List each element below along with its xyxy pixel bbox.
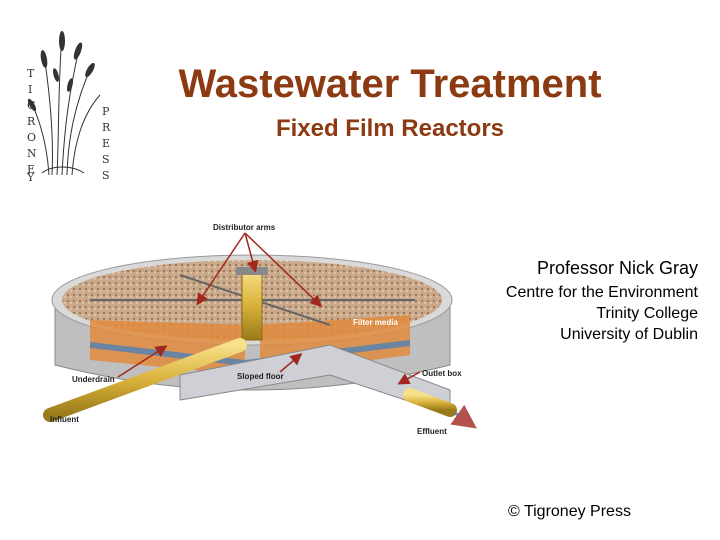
logo-letter: N [27, 147, 37, 160]
logo-letter: E [102, 137, 111, 150]
author-name: Professor Nick Gray [536, 258, 698, 278]
logo-letter: S [102, 169, 110, 182]
logo-letter: S [102, 153, 110, 166]
tigroney-press-logo: T I G R O N E Y P R E S S [22, 25, 122, 185]
reeds-icon [27, 31, 101, 176]
logo-letter: O [27, 131, 37, 144]
affiliation-line: Trinity College [596, 305, 698, 322]
logo-letter: P [102, 105, 110, 118]
affiliation-line: University of Dublin [560, 326, 698, 343]
label-influent: Influent [50, 415, 79, 424]
label-underdrain: Underdrain [72, 375, 115, 384]
label-outlet-box: Outlet box [422, 369, 462, 378]
logo-letter: T [27, 67, 35, 80]
slide-subtitle: Fixed Film Reactors [275, 115, 505, 142]
trickling-filter-diagram: Distributor arms Filter media Underdrain… [30, 215, 480, 440]
logo-letter: G [27, 99, 36, 112]
label-distributor-arms: Distributor arms [213, 223, 276, 232]
logo-letter: Y [27, 171, 35, 184]
label-effluent: Effluent [417, 427, 447, 436]
filter-cutaway-illustration [43, 232, 477, 429]
logo-letter: R [102, 121, 111, 134]
slide-title: Wastewater Treatment [178, 62, 602, 106]
logo-letter: R [27, 115, 36, 128]
label-filter-media: Filter media [353, 318, 398, 327]
logo-letter: E [27, 163, 36, 176]
affiliation-line: Centre for the Environment [505, 284, 698, 301]
copyright-notice: © Tigroney Press [508, 503, 631, 520]
logo-letter: I [28, 83, 33, 96]
label-sloped-floor: Sloped floor [237, 372, 284, 381]
